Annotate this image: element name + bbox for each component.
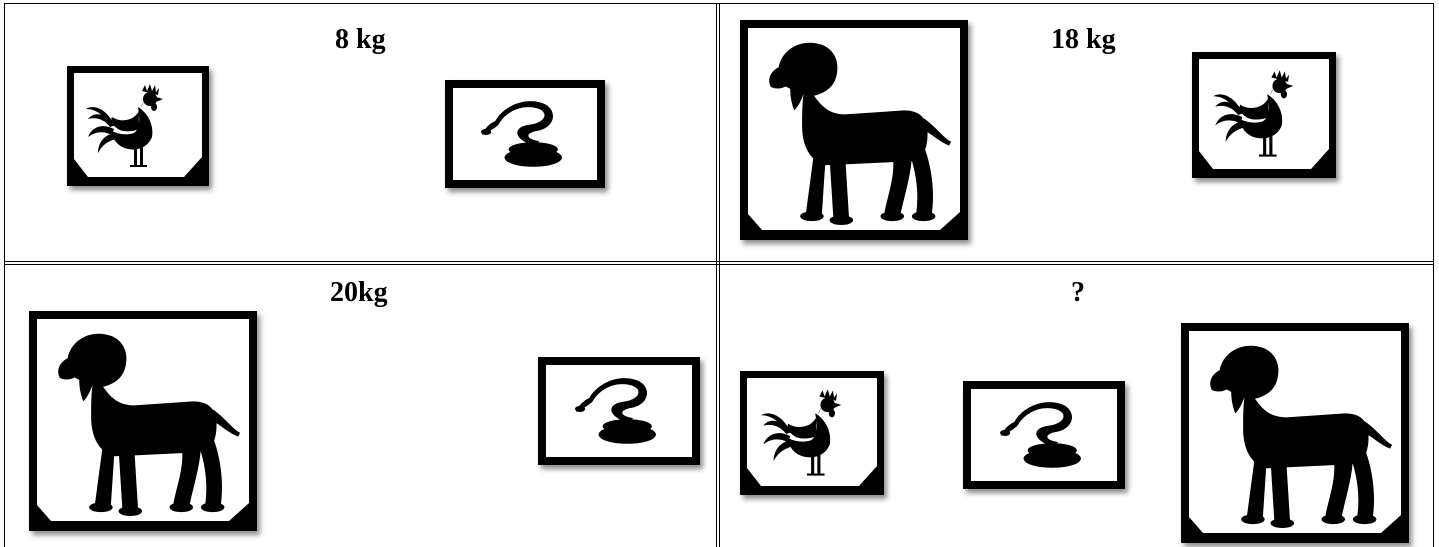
grid-border-right: [1433, 3, 1434, 547]
snake-icon: [546, 365, 692, 457]
dog-card: [740, 20, 968, 240]
dog-icon: [37, 319, 249, 521]
dog-card: [1181, 323, 1409, 543]
rooster-card: [1192, 52, 1336, 178]
weight-label: 20kg: [330, 279, 388, 307]
weight-label: 18 kg: [1051, 26, 1116, 54]
dog-icon: [1189, 331, 1401, 533]
dog-card: [29, 311, 257, 531]
panel-top-right: 18 kg: [720, 4, 1433, 261]
weight-label: 8 kg: [335, 26, 386, 54]
rooster-icon: [74, 73, 202, 177]
snake-card: [445, 80, 605, 188]
rooster-card: [740, 371, 884, 495]
rooster-icon: [747, 378, 877, 486]
panel-bottom-left: 20kg: [5, 265, 716, 547]
snake-icon: [971, 389, 1117, 481]
grid-border-center: [716, 3, 717, 547]
question-label: ?: [1071, 279, 1085, 307]
panel-bottom-right: ?: [720, 265, 1433, 547]
rooster-icon: [1199, 59, 1329, 169]
panel-top-left: 8 kg: [5, 4, 716, 261]
snake-icon: [453, 88, 597, 180]
snake-card: [963, 381, 1125, 489]
snake-card: [538, 357, 700, 465]
rooster-card: [67, 66, 209, 186]
dog-icon: [748, 28, 960, 230]
